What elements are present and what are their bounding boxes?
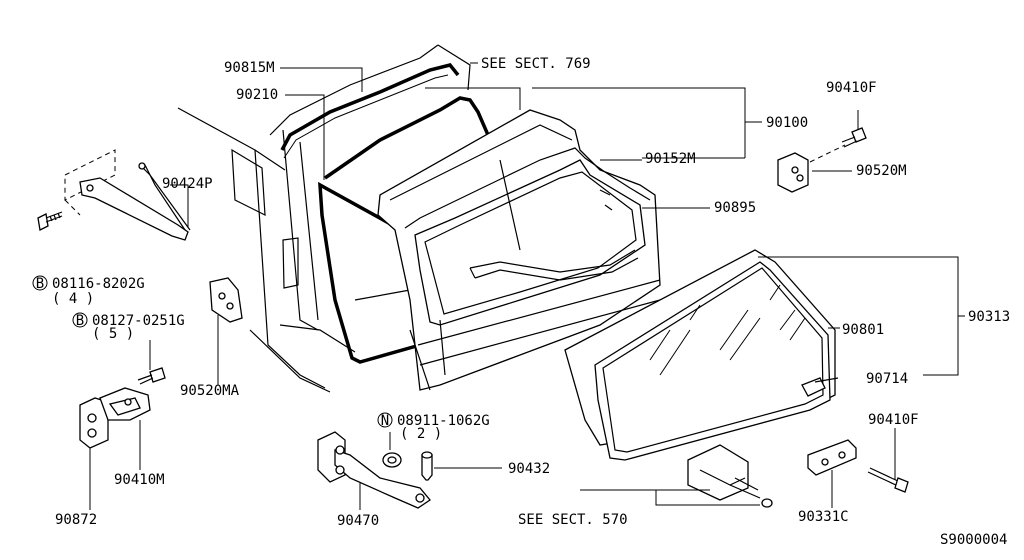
weatherstrip-upper (280, 63, 460, 159)
label-nut-08911-qty: ( 2 ) (400, 426, 442, 442)
bolt-symbol-1: B (32, 275, 48, 292)
label-90895: 90895 (714, 200, 756, 216)
label-90432: 90432 (508, 461, 550, 477)
plate-90331C (807, 439, 857, 476)
label-90410F-lower: 90410F (868, 412, 919, 428)
back-glass (564, 249, 839, 461)
label-bolt-08127: 08127-0251G (92, 313, 185, 329)
label-bolt-08116: 08116-8202G (52, 276, 145, 292)
label-nut-08911: 08911-1062G (397, 413, 490, 429)
label-90100: 90100 (766, 115, 808, 131)
svg-text:B: B (76, 313, 84, 329)
label-90815M: 90815M (224, 60, 275, 76)
label-see-sect-769: SEE SECT. 769 (481, 56, 591, 72)
label-90424P: 90424P (162, 176, 213, 192)
vehicle-body (177, 44, 471, 393)
label-bolt-08127-qty: ( 5 ) (92, 326, 134, 342)
label-bolt-08116-qty: ( 4 ) (52, 291, 94, 307)
label-90872: 90872 (55, 512, 97, 528)
label-90470: 90470 (337, 513, 379, 529)
bracket-90520M (777, 152, 809, 193)
nut-symbol: N (377, 412, 393, 429)
bolt-90410F-lower (867, 467, 909, 493)
bracket-90520MA (209, 277, 243, 323)
bolt-08127 (137, 367, 166, 385)
label-90410F-upper: 90410F (826, 80, 877, 96)
pin-90432 (421, 451, 433, 481)
back-door (377, 109, 661, 391)
bolt-90410F-upper (809, 127, 867, 163)
leader-lines (89, 62, 965, 510)
diagram-code: S9000004 (940, 532, 1007, 548)
check-strap (317, 431, 431, 509)
label-90210: 90210 (236, 87, 278, 103)
svg-text:N: N (381, 413, 389, 429)
label-90410M: 90410M (114, 472, 165, 488)
label-90152M: 90152M (645, 151, 696, 167)
nut-08911 (382, 452, 402, 468)
label-90520MA: 90520MA (180, 383, 240, 399)
label-90331C: 90331C (798, 509, 849, 525)
svg-text:B: B (36, 276, 44, 292)
label-90801: 90801 (842, 322, 884, 338)
label-90313: 90313 (968, 309, 1010, 325)
label-90520M: 90520M (856, 163, 907, 179)
label-see-sect-570: SEE SECT. 570 (518, 512, 628, 528)
bolt-08116 (37, 211, 63, 231)
hinge-bracket-upper (64, 149, 191, 241)
bolt-symbol-2: B (72, 312, 88, 329)
hinge-lower (79, 387, 151, 449)
hinge-plate (687, 444, 773, 508)
label-90714: 90714 (866, 371, 908, 387)
